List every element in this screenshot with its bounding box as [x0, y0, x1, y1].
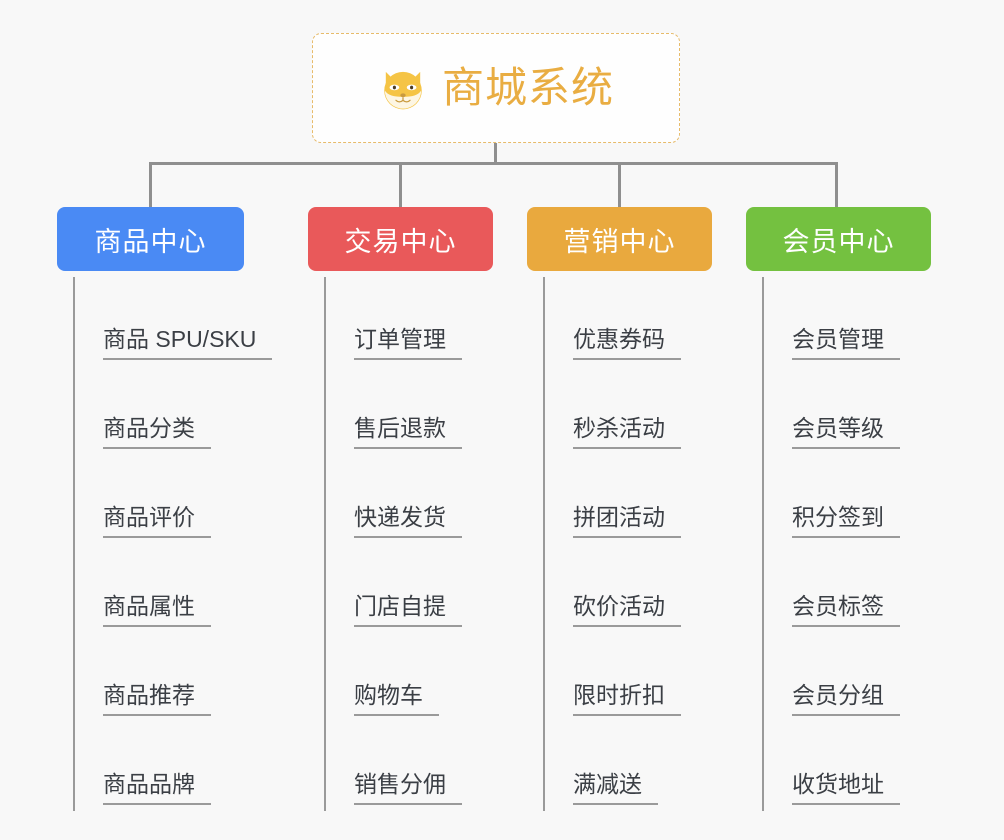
leaf-item[interactable]: 商品推荐: [73, 633, 272, 722]
leaf-item[interactable]: 砍价活动: [543, 544, 681, 633]
leaf-label: 订单管理: [354, 326, 462, 360]
connector-drop-4: [835, 162, 838, 208]
leaf-trunk-line: [543, 277, 545, 811]
connector-bus: [149, 162, 838, 165]
leaf-label: 商品分类: [103, 415, 211, 449]
category-label: 会员中心: [782, 226, 895, 257]
leaf-trunk-line: [324, 277, 326, 811]
connector-root-stem: [494, 143, 497, 165]
leaf-item[interactable]: 购物车: [324, 633, 462, 722]
leaf-label: 会员等级: [792, 415, 900, 449]
shiba-dog-emoji-icon: [384, 71, 422, 110]
leaf-item[interactable]: 门店自提: [324, 544, 462, 633]
category-box-marketing[interactable]: 营销中心: [527, 207, 712, 271]
leaf-item[interactable]: 销售分佣: [324, 722, 462, 811]
leaf-label: 积分签到: [792, 504, 900, 538]
leaf-label: 商品推荐: [103, 682, 211, 716]
category-box-trade[interactable]: 交易中心: [308, 207, 493, 271]
leaf-item[interactable]: 商品 SPU/SKU: [73, 277, 273, 366]
root-node-mall-system[interactable]: 商城系统: [312, 33, 680, 143]
leaf-label: 快递发货: [354, 504, 462, 538]
leaf-label: 限时折扣: [573, 682, 681, 716]
leaf-label: 会员分组: [792, 682, 900, 716]
category-label: 营销中心: [563, 226, 676, 257]
leaf-item[interactable]: 会员分组: [762, 633, 900, 722]
leaf-item[interactable]: 售后退款: [324, 366, 462, 455]
leaf-label: 收货地址: [792, 771, 900, 805]
leaf-label: 售后退款: [354, 415, 462, 449]
leaf-label: 优惠券码: [573, 326, 681, 360]
leaf-item[interactable]: 商品属性: [73, 544, 272, 633]
leaf-label: 商品品牌: [103, 771, 211, 805]
leaf-column-member: 会员管理 会员等级 积分签到 会员标签 会员分组 收货地址: [762, 277, 900, 811]
leaf-item[interactable]: 快递发货: [324, 455, 462, 544]
leaf-item[interactable]: 限时折扣: [543, 633, 681, 722]
leaf-item[interactable]: 会员管理: [762, 277, 900, 366]
connector-drop-3: [618, 162, 621, 208]
root-title: 商城系统: [441, 64, 614, 111]
leaf-label: 商品属性: [103, 593, 211, 627]
leaf-item[interactable]: 会员标签: [762, 544, 900, 633]
category-box-member[interactable]: 会员中心: [746, 207, 931, 271]
leaf-item[interactable]: 优惠券码: [543, 277, 681, 366]
leaf-label: 会员标签: [792, 593, 900, 627]
leaf-item[interactable]: 商品分类: [73, 366, 272, 455]
leaf-label: 商品评价: [103, 504, 211, 538]
leaf-item[interactable]: 秒杀活动: [543, 366, 681, 455]
connector-drop-2: [399, 162, 402, 208]
leaf-item[interactable]: 会员等级: [762, 366, 900, 455]
leaf-item[interactable]: 积分签到: [762, 455, 900, 544]
connector-drop-1: [149, 162, 152, 208]
leaf-item[interactable]: 商品评价: [73, 455, 272, 544]
leaf-item[interactable]: 商品品牌: [73, 722, 272, 811]
leaf-label: 砍价活动: [573, 593, 681, 627]
leaf-item[interactable]: 拼团活动: [543, 455, 681, 544]
leaf-label: 会员管理: [792, 326, 900, 360]
category-box-product[interactable]: 商品中心: [57, 207, 244, 271]
leaf-column-marketing: 优惠券码 秒杀活动 拼团活动 砍价活动 限时折扣 满减送: [543, 277, 681, 811]
leaf-trunk-line: [73, 277, 75, 811]
leaf-label: 门店自提: [354, 593, 462, 627]
leaf-label: 秒杀活动: [573, 415, 681, 449]
leaf-label: 购物车: [354, 682, 439, 716]
leaf-item[interactable]: 满减送: [543, 722, 681, 811]
leaf-label: 满减送: [573, 771, 658, 805]
leaf-label: 拼团活动: [573, 504, 681, 538]
category-label: 商品中心: [94, 226, 207, 257]
leaf-label: 商品 SPU/SKU: [103, 326, 273, 360]
leaf-column-product: 商品 SPU/SKU 商品分类 商品评价 商品属性 商品推荐 商品品牌: [73, 277, 273, 811]
leaf-trunk-line: [762, 277, 764, 811]
leaf-column-trade: 订单管理 售后退款 快递发货 门店自提 购物车 销售分佣: [324, 277, 462, 811]
category-label: 交易中心: [344, 226, 457, 257]
leaf-item[interactable]: 订单管理: [324, 277, 462, 366]
leaf-label: 销售分佣: [354, 771, 462, 805]
leaf-item[interactable]: 收货地址: [762, 722, 900, 811]
